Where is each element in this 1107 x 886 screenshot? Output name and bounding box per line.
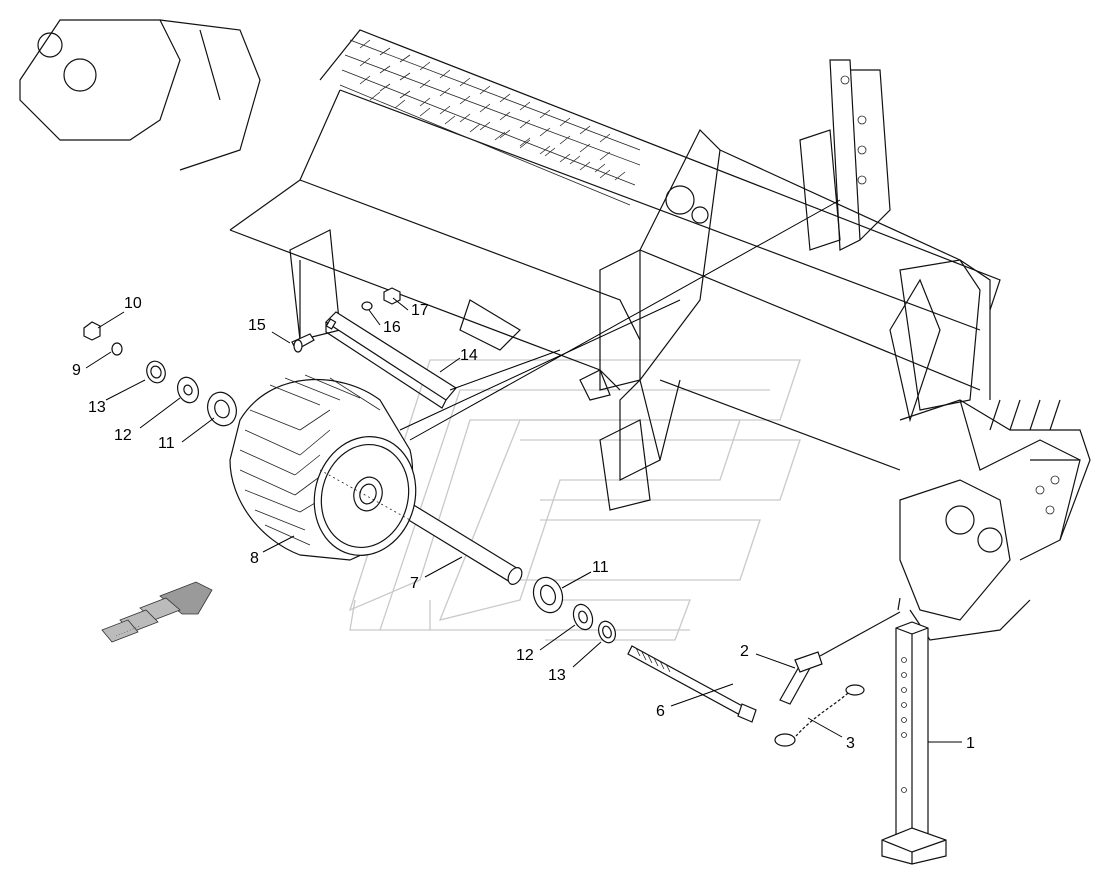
right-hardware bbox=[532, 576, 617, 644]
callout-labels: 1 2 3 6 7 8 9 10 11 11 12 12 13 13 14 15… bbox=[72, 295, 975, 752]
machine-frame bbox=[19, 19, 1091, 641]
logo-watermark bbox=[329, 359, 801, 641]
scraper-bar bbox=[291, 287, 457, 409]
gauge-wheel bbox=[229, 374, 417, 561]
conveyor-slats bbox=[339, 39, 641, 206]
callout-13-left: 13 bbox=[88, 399, 106, 416]
callout-9: 9 bbox=[72, 362, 81, 379]
axle-bolt bbox=[627, 645, 757, 723]
callout-15: 15 bbox=[248, 317, 266, 334]
assembly-leaders bbox=[399, 199, 841, 441]
axle-tube bbox=[401, 503, 523, 585]
callout-16: 16 bbox=[383, 319, 401, 336]
support-leg bbox=[881, 597, 947, 865]
callout-13-right: 13 bbox=[548, 667, 566, 684]
linch-pin-cord bbox=[774, 684, 865, 747]
direction-arrow-icon bbox=[101, 581, 213, 643]
callout-12-left: 12 bbox=[114, 427, 132, 444]
callout-14: 14 bbox=[460, 347, 478, 364]
left-hardware bbox=[83, 321, 237, 427]
callout-7: 7 bbox=[410, 575, 419, 592]
locking-pin bbox=[779, 611, 901, 705]
callout-8: 8 bbox=[250, 550, 259, 567]
callout-12-right: 12 bbox=[516, 647, 534, 664]
callout-1: 1 bbox=[966, 735, 975, 752]
callout-17: 17 bbox=[411, 302, 429, 319]
callout-2: 2 bbox=[740, 643, 749, 660]
callout-10: 10 bbox=[124, 295, 142, 312]
callout-11-right: 11 bbox=[592, 559, 609, 576]
callout-6: 6 bbox=[656, 703, 665, 720]
callout-3: 3 bbox=[846, 735, 855, 752]
callout-leaders bbox=[85, 297, 962, 743]
callout-11-left: 11 bbox=[158, 435, 175, 452]
